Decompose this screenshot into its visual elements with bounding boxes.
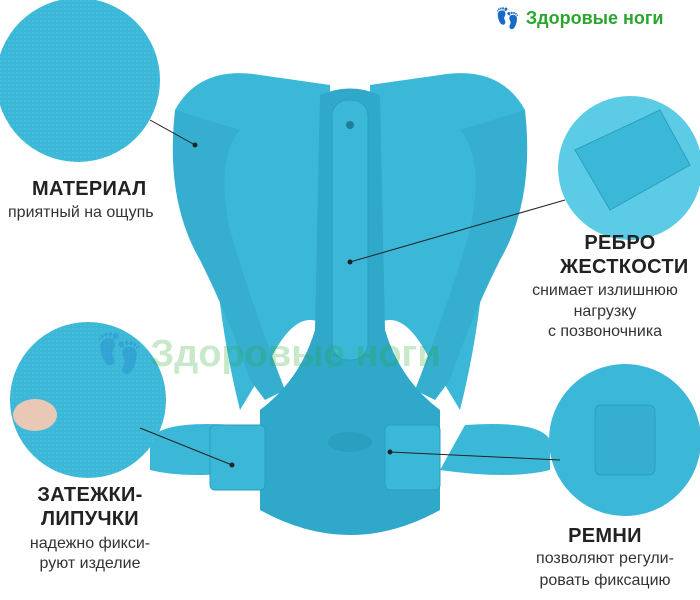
velcro-title-1: ЗАТЕЖКИ- (37, 484, 143, 506)
material-closeup (0, 0, 160, 162)
brand-name: Здоровые ноги (525, 8, 664, 28)
corrector-body (150, 73, 550, 535)
velcro-closeup (10, 322, 166, 478)
watermark-text: Здоровые ноги (150, 332, 441, 375)
footprints-icon: 👣 (95, 333, 143, 375)
rib-desc-1: снимает излишнюю (532, 282, 678, 299)
straps-desc-2: ровать фиксацию (539, 572, 671, 589)
rib-title-2: ЖЕСТКОСТИ (560, 256, 689, 278)
footprints-icon: 👣 (495, 8, 520, 30)
rib-desc-2: нагрузку (573, 303, 637, 320)
velcro-desc-2: руют изделие (39, 555, 141, 572)
material-desc: приятный на ощупь (8, 204, 154, 221)
velcro-title-2: ЛИПУЧКИ (41, 508, 139, 530)
watermark: 👣 Здоровые ноги (95, 332, 441, 376)
straps-desc-1: позволяют регули- (536, 550, 674, 567)
brand-logo[interactable]: 👣 Здоровые ноги (495, 6, 663, 31)
leader-lines (139, 119, 566, 468)
velcro-desc-1: надежно фикси- (29, 535, 151, 552)
rib-desc-3: с позвоночника (547, 323, 663, 340)
straps-title: РЕМНИ (568, 525, 642, 547)
material-title: МАТЕРИАЛ (32, 178, 147, 200)
rib-title-1: РЕБРО (584, 232, 656, 254)
